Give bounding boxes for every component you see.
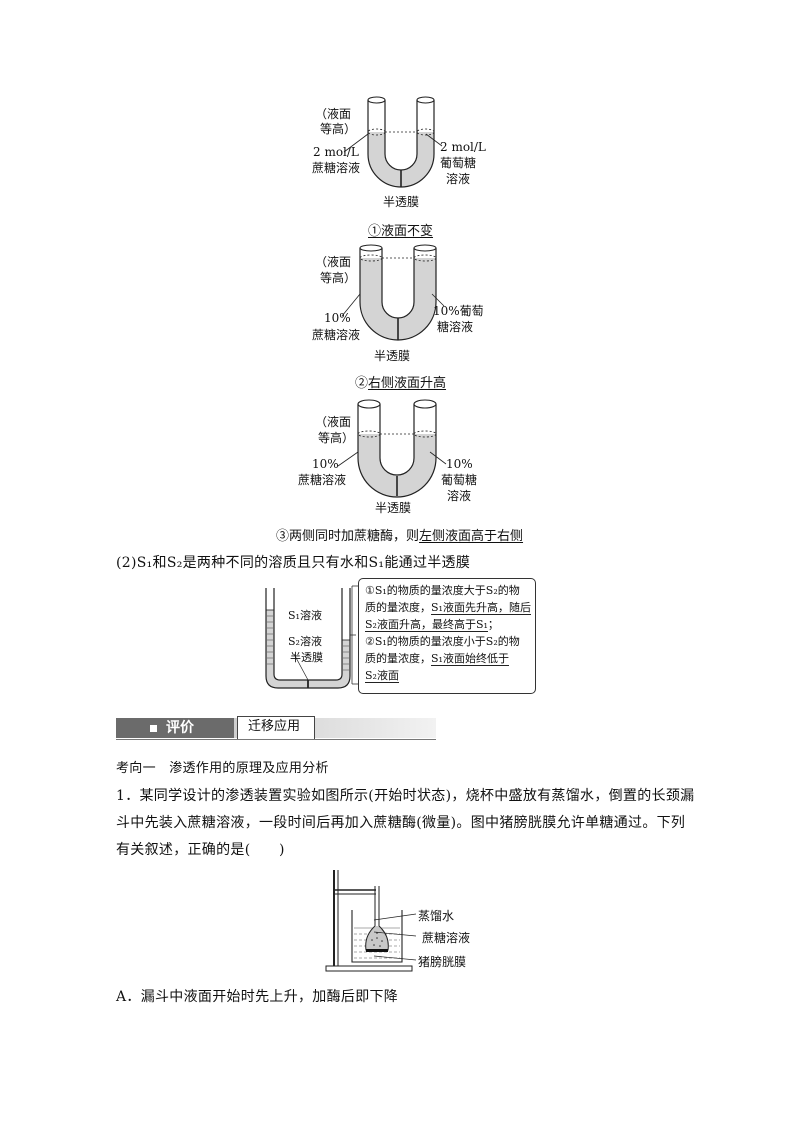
fig3-level-label-1: （液面	[315, 415, 352, 429]
question-line-1: 1．某同学设计的渗透装置实验如图所示(开始时状态)，烧杯中盛放有蒸馏水，倒置的长…	[116, 788, 695, 804]
fig1-left-conc: 2 mol/L	[313, 145, 359, 159]
square-bullet-icon	[150, 725, 157, 732]
fig2-left-conc: 10%	[324, 311, 351, 325]
question-heading: 考向一 渗透作用的原理及应用分析	[116, 761, 329, 776]
fig4-s1-label: S₁溶液	[288, 609, 322, 622]
osmosis-apparatus-diagram	[325, 870, 413, 972]
fig1-right-solution-2: 溶液	[446, 172, 471, 186]
u-tube-diagram-2	[359, 244, 437, 341]
u-tube-diagram-1	[367, 96, 435, 188]
fig1-caption: ①液面不变	[368, 224, 434, 239]
fig4-s2-label: S₂溶液	[288, 635, 322, 648]
fig3-right-solution-1: 葡萄糖	[441, 473, 478, 487]
section-subtitle: 迁移应用	[248, 719, 301, 734]
fig2-caption: ②右侧液面升高	[355, 376, 447, 391]
u-tube-diagram-4	[265, 588, 351, 689]
fig3-left-conc: 10%	[312, 457, 339, 471]
section-bar-dark	[116, 718, 234, 738]
fig1-right-solution-1: 葡萄糖	[440, 156, 477, 170]
box-line-6: S₂液面	[365, 669, 399, 683]
box-line-5: 质的量浓度，S₁液面始终低于	[365, 652, 509, 666]
u-tube-diagram-3	[357, 399, 437, 498]
box-line-3: S₂液面升高，最终高于S₁；	[365, 618, 499, 632]
fig3-caption: ③两侧同时加蔗糖酶，则左侧液面高于右侧	[276, 529, 524, 544]
box-line-4: ②S₁的物质的量浓度小于S₂的物	[365, 635, 520, 648]
fig2-level-label-1: （液面	[315, 255, 352, 269]
pointer-lines-3	[337, 451, 447, 467]
apparatus-label-3: 猪膀胱膜	[418, 955, 467, 969]
section-bar-underline	[116, 739, 436, 740]
section-bar: 评价 迁移应用	[116, 716, 436, 740]
fig1-right-conc: 2 mol/L	[440, 140, 486, 154]
section-title: 评价	[166, 720, 194, 736]
fig2-membrane-label: 半透膜	[374, 349, 411, 363]
pointer-lines-2	[341, 293, 445, 317]
fig1-membrane-label: 半透膜	[383, 195, 420, 209]
apparatus-pointer-lines	[373, 913, 417, 961]
fig3-right-solution-2: 溶液	[447, 489, 472, 503]
fig1-level-label-1: （液面	[315, 107, 352, 121]
explanation-box: ①S₁的物质的量浓度大于S₂的物 质的量浓度，S₁液面先升高，随后 S₂液面升高…	[358, 578, 536, 694]
fig2-right-conc: 10%葡萄	[433, 304, 484, 318]
fig2-left-solution: 蔗糖溶液	[312, 328, 361, 342]
fig4-membrane-label: 半透膜	[290, 651, 323, 664]
fig3-membrane-label: 半透膜	[375, 501, 412, 515]
fig3-right-conc: 10%	[446, 457, 473, 471]
fig1-level-label-2: 等高）	[320, 122, 357, 136]
fig1-left-solution: 蔗糖溶液	[312, 161, 361, 175]
question-line-2: 斗中先装入蔗糖溶液，一段时间后再加入蔗糖酶(微量)。图中猪膀胱膜允许单糖通过。下…	[116, 815, 686, 831]
fig3-left-solution: 蔗糖溶液	[298, 473, 347, 487]
box-line-2: 质的量浓度，S₁液面先升高，随后	[365, 601, 531, 615]
option-a: A．漏斗中液面开始时先上升，加酶后即下降	[116, 989, 399, 1005]
pointer-lines-1	[343, 133, 443, 153]
box-line-1: ①S₁的物质的量浓度大于S₂的物	[365, 584, 520, 597]
apparatus-label-1: 蒸馏水	[418, 909, 455, 923]
item-2-text: (2)S₁和S₂是两种不同的溶质且只有水和S₁能通过半透膜	[116, 555, 471, 571]
fig2-right-solution: 糖溶液	[437, 320, 474, 334]
fig2-level-label-2: 等高）	[320, 271, 357, 285]
fig3-level-label-2: 等高）	[318, 431, 355, 445]
question-line-3: 有关叙述，正确的是( )	[116, 842, 285, 858]
apparatus-label-2: 蔗糖溶液	[422, 931, 471, 945]
